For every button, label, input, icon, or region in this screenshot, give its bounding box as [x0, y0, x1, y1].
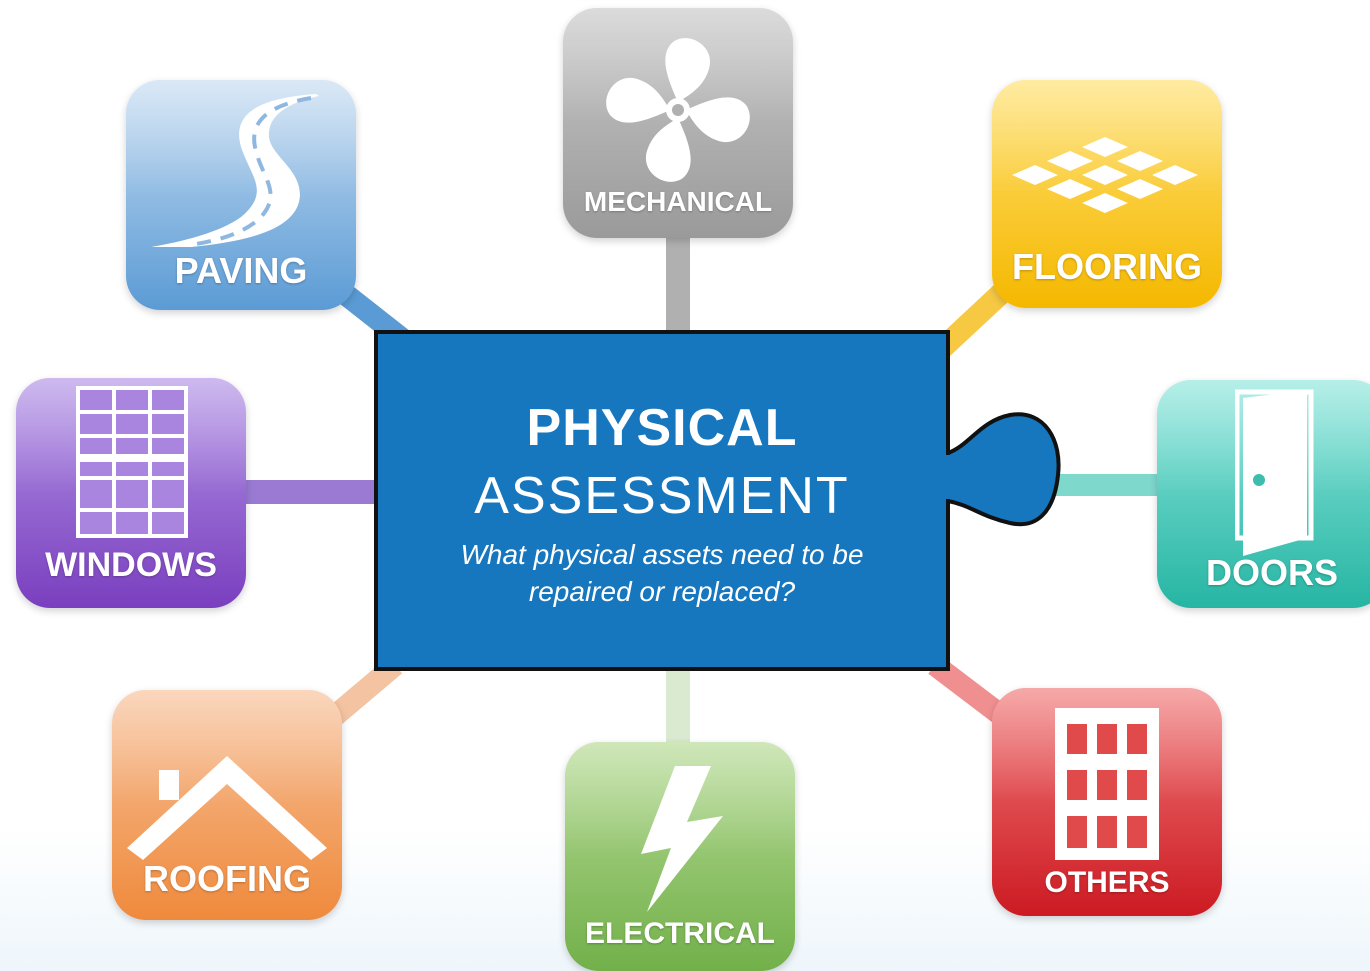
- tile-label-mechanical: MECHANICAL: [583, 186, 773, 217]
- puzzle-knob: [940, 412, 1061, 527]
- tile-label-electrical: ELECTRICAL: [585, 917, 775, 950]
- tile-label-flooring: FLOORING: [1012, 246, 1202, 287]
- lightning-icon: [641, 766, 723, 912]
- tile-flooring[interactable]: FLOORING: [992, 80, 1222, 308]
- tile-electrical[interactable]: ELECTRICAL: [565, 742, 795, 971]
- tile-paving[interactable]: PAVING: [126, 80, 356, 310]
- center-question: What physical assets need to be repaired…: [460, 539, 864, 607]
- fan-icon: [606, 38, 750, 182]
- tile-mechanical[interactable]: MECHANICAL: [563, 8, 793, 238]
- floor-tiles-icon: [1012, 137, 1198, 213]
- tile-label-doors: DOORS: [1205, 552, 1338, 593]
- road-icon: [151, 94, 319, 247]
- window-icon: [76, 386, 188, 538]
- tile-label-roofing: ROOFING: [143, 858, 311, 899]
- roof-icon: [127, 756, 327, 860]
- center-subtitle: ASSESSMENT: [474, 467, 850, 525]
- tile-roofing[interactable]: ROOFING: [112, 690, 342, 920]
- center-title: PHYSICAL: [526, 399, 798, 457]
- tile-label-windows: WINDOWS: [45, 546, 217, 584]
- tile-others[interactable]: OTHERS: [992, 688, 1222, 916]
- tile-doors[interactable]: DOORS: [1157, 380, 1370, 608]
- center-physical-assessment: PHYSICAL ASSESSMENT What physical assets…: [374, 330, 950, 671]
- tile-label-paving: PAVING: [174, 250, 308, 291]
- connector-roofing: [322, 656, 403, 729]
- building-icon: [1055, 708, 1159, 860]
- door-icon: [1235, 389, 1314, 556]
- tile-windows[interactable]: WINDOWS: [16, 378, 246, 608]
- tile-label-others: OTHERS: [1044, 866, 1170, 899]
